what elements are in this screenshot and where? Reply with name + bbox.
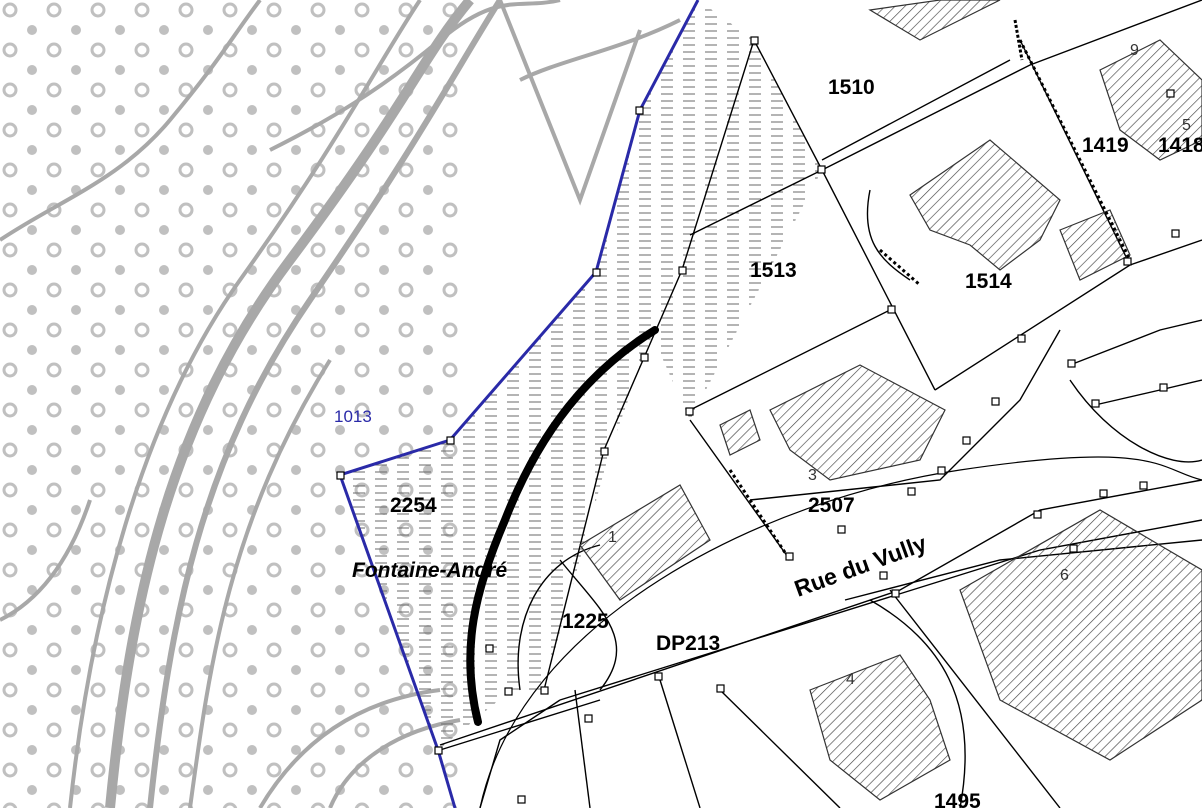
vertex-markers <box>336 36 1180 804</box>
building-number-4: 4 <box>846 671 855 688</box>
building-top <box>868 0 1001 41</box>
buildings <box>579 0 1202 801</box>
parcel-label-1013: 1013 <box>334 407 372 426</box>
parcel-label-1418: 1418 <box>1158 134 1202 157</box>
building-6 <box>959 509 1202 761</box>
roundabout <box>479 456 1202 808</box>
parcel-label-dp213: DP213 <box>656 632 720 655</box>
building-number-5: 5 <box>1182 117 1191 134</box>
building-3 <box>769 364 946 481</box>
building-1419 <box>1059 209 1131 281</box>
highlight-line <box>466 326 659 726</box>
parcel-label-2507: 2507 <box>808 494 855 517</box>
building-1 <box>579 484 711 601</box>
parcel-label-2254: 2254 <box>390 494 437 517</box>
parcel-label-1495: 1495 <box>934 790 981 808</box>
parcel-label-1225: 1225 <box>562 610 609 633</box>
building-number-6: 6 <box>1060 567 1069 584</box>
stairs <box>728 19 1132 561</box>
building-9 <box>1099 39 1202 161</box>
building-number-9: 9 <box>1130 42 1139 59</box>
parcel-label-1513: 1513 <box>750 259 797 282</box>
place-name: Fontaine-André <box>352 559 507 582</box>
building-4 <box>809 654 951 801</box>
parcel-label-1514: 1514 <box>965 270 1012 293</box>
building-number-3: 3 <box>808 467 817 484</box>
parcel-2254-area[interactable] <box>340 0 822 750</box>
building-number-1: 1 <box>608 529 617 546</box>
parcel-label-1510: 1510 <box>828 76 875 99</box>
building-small <box>719 409 761 456</box>
parcel-label-1419: 1419 <box>1082 134 1129 157</box>
building-1514 <box>909 139 1061 271</box>
